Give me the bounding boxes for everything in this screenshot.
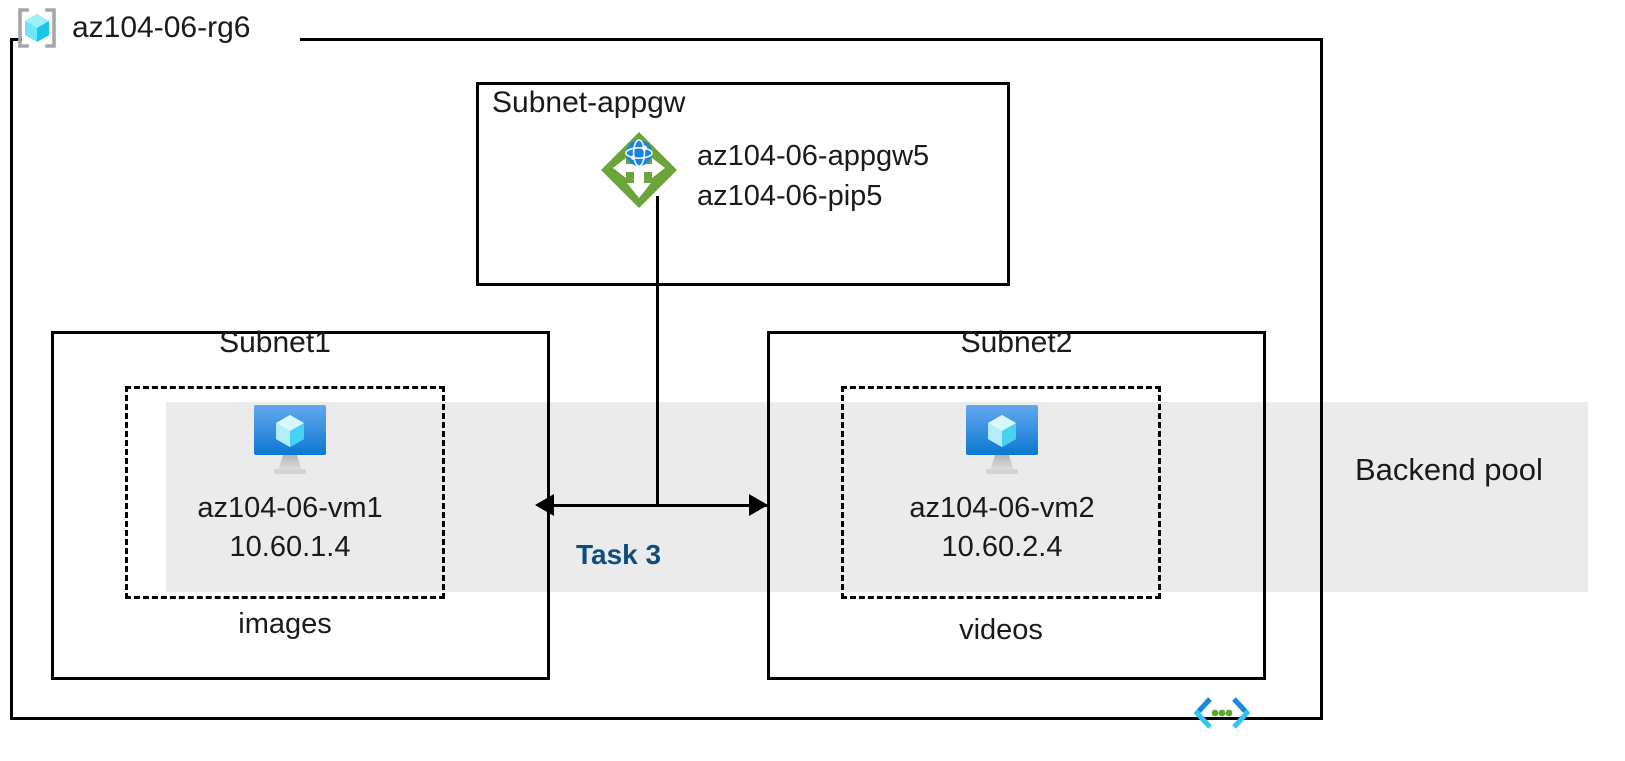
subnet2-title: Subnet2 — [960, 326, 1073, 359]
subnet1-dashed-zone — [125, 386, 445, 599]
subnet1-subnet2-connector — [551, 504, 767, 507]
vm1-name: az104-06-vm1 — [197, 492, 383, 524]
resource-group-title-mask — [22, 28, 300, 50]
subnet2-box — [767, 331, 1266, 680]
resource-group-box — [10, 38, 1323, 720]
task-annotation: Task 3 — [576, 539, 662, 570]
subnet2-dashed-zone — [841, 386, 1161, 599]
code-brackets-icon — [1193, 696, 1251, 730]
vm2-labels: az104-06-vm2 10.60.2.4 — [909, 489, 1094, 568]
application-gateway-labels: az104-06-appgw5 az104-06-pip5 — [697, 132, 929, 216]
vm1-node: az104-06-vm1 10.60.1.4 — [170, 403, 410, 568]
backend-pool-label: Backend pool — [1355, 452, 1543, 487]
application-gateway-node: az104-06-appgw5 az104-06-pip5 — [597, 132, 929, 216]
vm2-node: az104-06-vm2 10.60.2.4 — [882, 403, 1122, 568]
subnet1-box — [51, 331, 550, 680]
vm1-labels: az104-06-vm1 10.60.1.4 — [197, 489, 382, 568]
subnet-appgw-box — [476, 82, 1010, 286]
subnet1-caption: images — [238, 608, 332, 640]
gateway-to-subnets-line — [656, 196, 659, 507]
vm2-ip: 10.60.2.4 — [941, 531, 1063, 564]
application-gateway-icon — [597, 128, 681, 212]
vm2-name: az104-06-vm2 — [909, 492, 1095, 524]
resource-group-header: az104-06-rg6 — [14, 5, 250, 51]
appgw-resource-name: az104-06-appgw5 — [697, 140, 930, 172]
arrowhead-right-icon — [749, 494, 768, 516]
subnet1-title: Subnet1 — [219, 326, 331, 359]
virtual-machine-icon — [250, 403, 330, 477]
backend-pool-band — [166, 402, 1588, 592]
subnet2-caption: videos — [959, 614, 1043, 646]
resource-group-cube-icon — [14, 5, 60, 51]
appgw-public-ip-name: az104-06-pip5 — [697, 180, 883, 213]
virtual-machine-icon — [962, 403, 1042, 477]
resource-group-name: az104-06-rg6 — [72, 11, 251, 44]
vm1-ip: 10.60.1.4 — [229, 531, 351, 564]
subnet-appgw-title: Subnet-appgw — [492, 86, 686, 119]
